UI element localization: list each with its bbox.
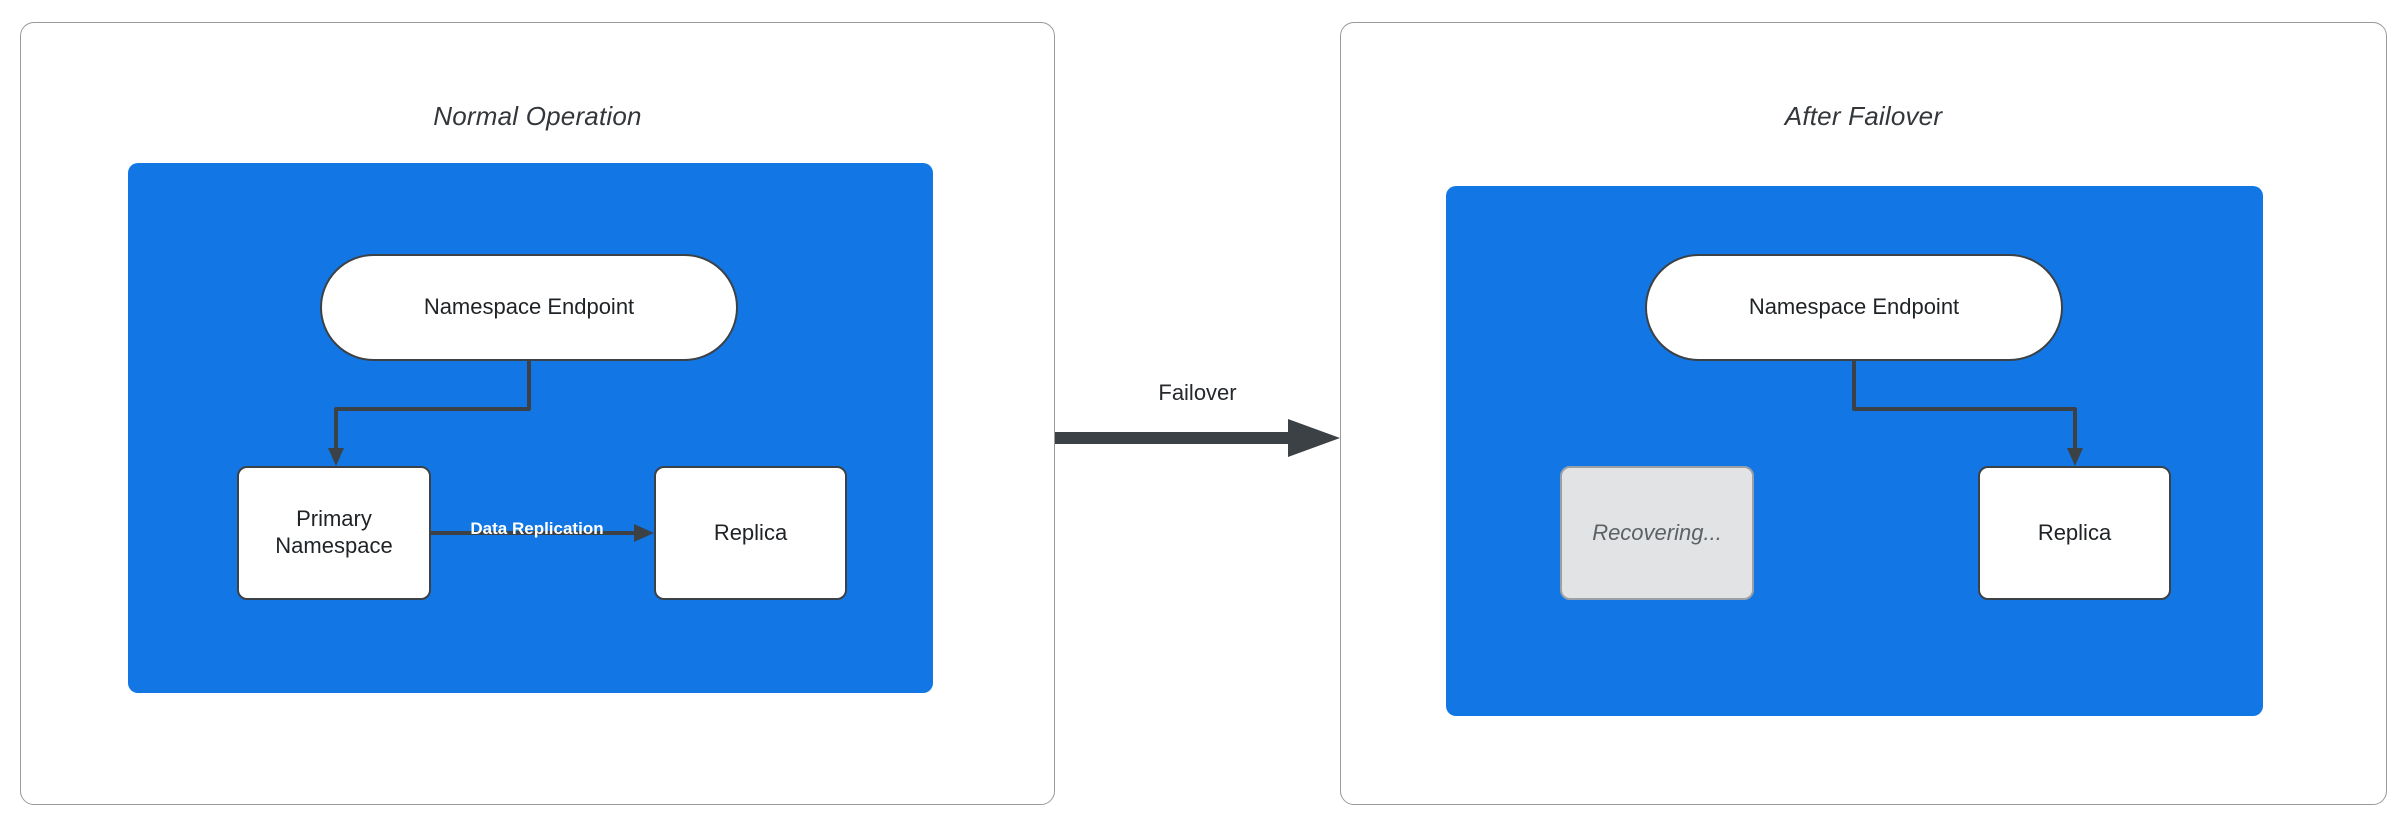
blue-zone-normal-operation [128,163,933,693]
node-label: Primary Namespace [275,506,392,560]
node-namespace-endpoint-left[interactable]: Namespace Endpoint [320,254,738,361]
node-replica-right[interactable]: Replica [1978,466,2171,600]
panel-title-normal-operation: Normal Operation [433,101,642,131]
failover-arrow-icon [1055,419,1340,457]
node-replica-left[interactable]: Replica [654,466,847,600]
node-namespace-endpoint-right[interactable]: Namespace Endpoint [1645,254,2063,361]
edge-label-data-replication: Data Replication [470,519,604,538]
node-label: Recovering... [1592,519,1722,545]
node-label: Namespace Endpoint [1748,294,1960,320]
panel-after-failover: After Failover [1340,22,2387,805]
node-label-line2: Namespace [275,533,393,558]
node-recovering[interactable]: Recovering... [1560,466,1754,600]
failover-label: Failover [1158,380,1237,405]
node-label: Namespace Endpoint [423,294,635,320]
node-label-line1: Primary [296,506,372,532]
node-label: Replica [713,519,788,545]
node-label: Replica [2037,519,2112,545]
failover-transition: Failover [1055,380,1340,490]
node-primary-namespace[interactable]: Primary Namespace [237,466,431,600]
panel-title-after-failover: After Failover [1784,101,1943,131]
